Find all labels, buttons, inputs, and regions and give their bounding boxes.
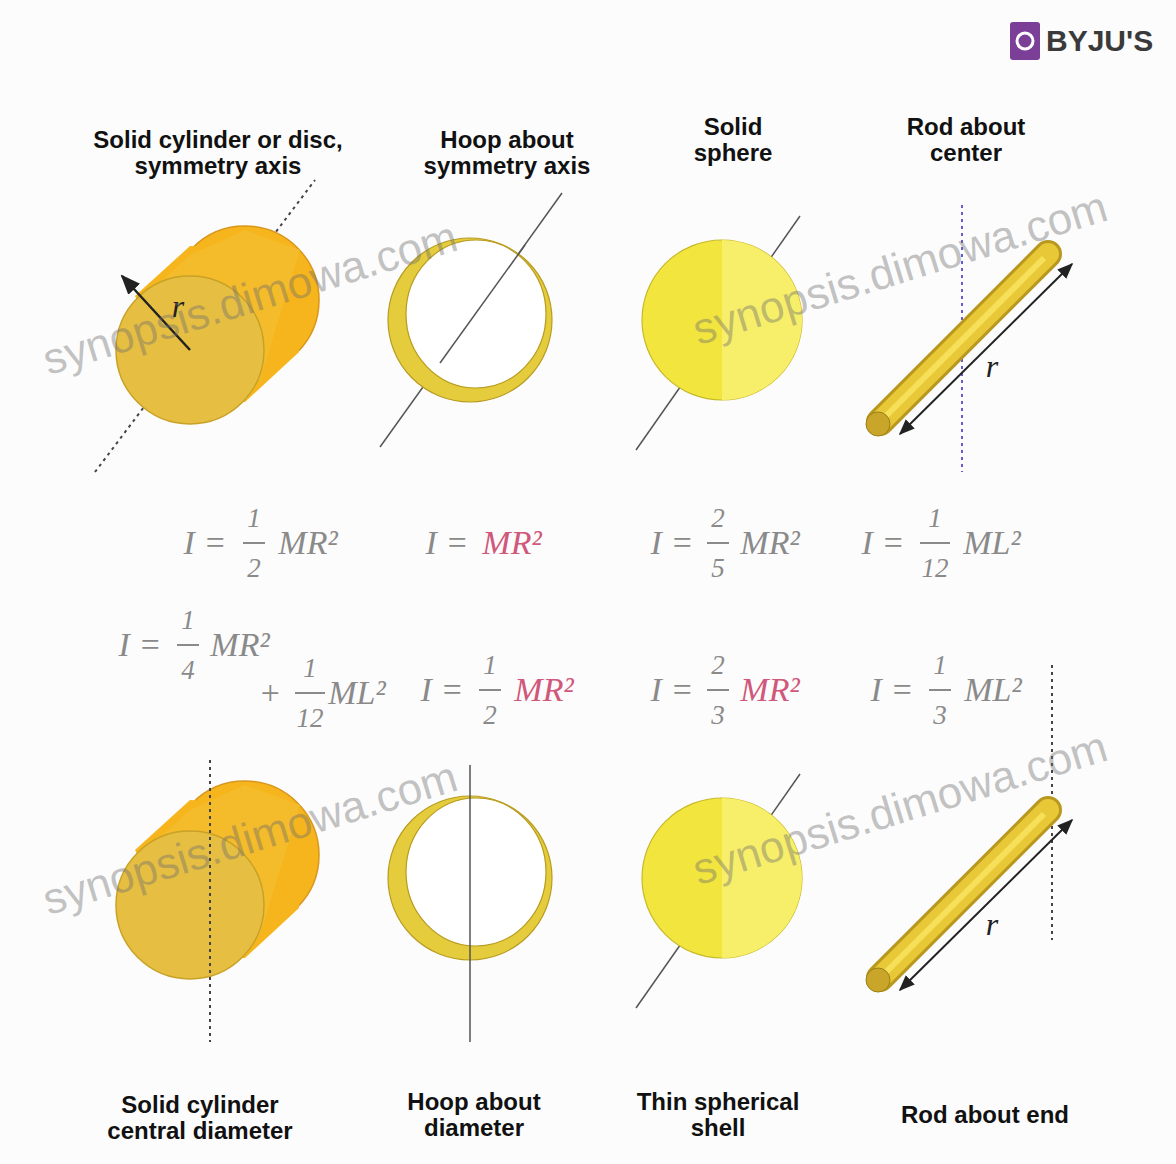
formula-text: MR² — [740, 671, 799, 709]
fraction-number: 1 — [247, 504, 261, 532]
shape-title: Solid sphere — [668, 114, 798, 166]
shape-title: Hoop about diameter — [379, 1089, 569, 1141]
brand-name: BYJU'S — [1046, 24, 1153, 58]
formula-text: I = — [651, 671, 694, 709]
fraction-number: 1 — [483, 651, 497, 679]
formula-text: I = — [119, 626, 162, 664]
shape-title: Rod about end — [900, 1102, 1070, 1128]
fraction-number: 1 — [181, 606, 195, 634]
shape-title: Solid cylinder or disc, symmetry axis — [88, 127, 348, 179]
formula-text: I = — [651, 524, 694, 562]
formula-text: + — [259, 674, 282, 712]
formula-text: I = — [184, 524, 227, 562]
spherical-shell — [636, 774, 802, 1008]
formula-text: MR² — [740, 524, 799, 562]
fraction-number: 1 — [303, 654, 317, 682]
formula-text: MR² — [482, 524, 541, 562]
shape-title: Solid cylinder central diameter — [80, 1092, 320, 1144]
fraction-bar — [177, 543, 951, 693]
fraction-number: 12 — [922, 554, 949, 582]
fraction-number: 3 — [711, 701, 725, 729]
formula-text: ML² — [963, 524, 1020, 562]
fraction-number: 4 — [181, 656, 195, 684]
fraction-number: 1 — [933, 651, 947, 679]
fraction-number: 12 — [297, 704, 324, 732]
logo-mark — [1010, 22, 1040, 60]
fraction-number: 2 — [711, 651, 725, 679]
radius-label: r — [986, 906, 998, 943]
shape-title: Thin spherical shell — [608, 1089, 828, 1141]
fraction-number: 3 — [933, 701, 947, 729]
fraction-number: 2 — [711, 504, 725, 532]
formula-text: MR² — [278, 524, 337, 562]
formula-text: I = — [426, 524, 469, 562]
logo-mark — [1017, 33, 1033, 49]
formula-text: ML² — [328, 674, 385, 712]
formula-text: MR² — [210, 626, 269, 664]
formula-text: I = — [862, 524, 905, 562]
formula-text: ML² — [964, 671, 1021, 709]
shape-title: Rod about center — [881, 114, 1051, 166]
fraction-number: 5 — [711, 554, 725, 582]
formula-text: I = — [871, 671, 914, 709]
radius-label: r — [986, 348, 998, 385]
formula-text: I = — [421, 671, 464, 709]
shape-title: Hoop about symmetry axis — [412, 127, 602, 179]
fraction-number: 2 — [483, 701, 497, 729]
formula-text: MR² — [514, 671, 573, 709]
fraction-number: 2 — [247, 554, 261, 582]
fraction-number: 1 — [928, 504, 942, 532]
